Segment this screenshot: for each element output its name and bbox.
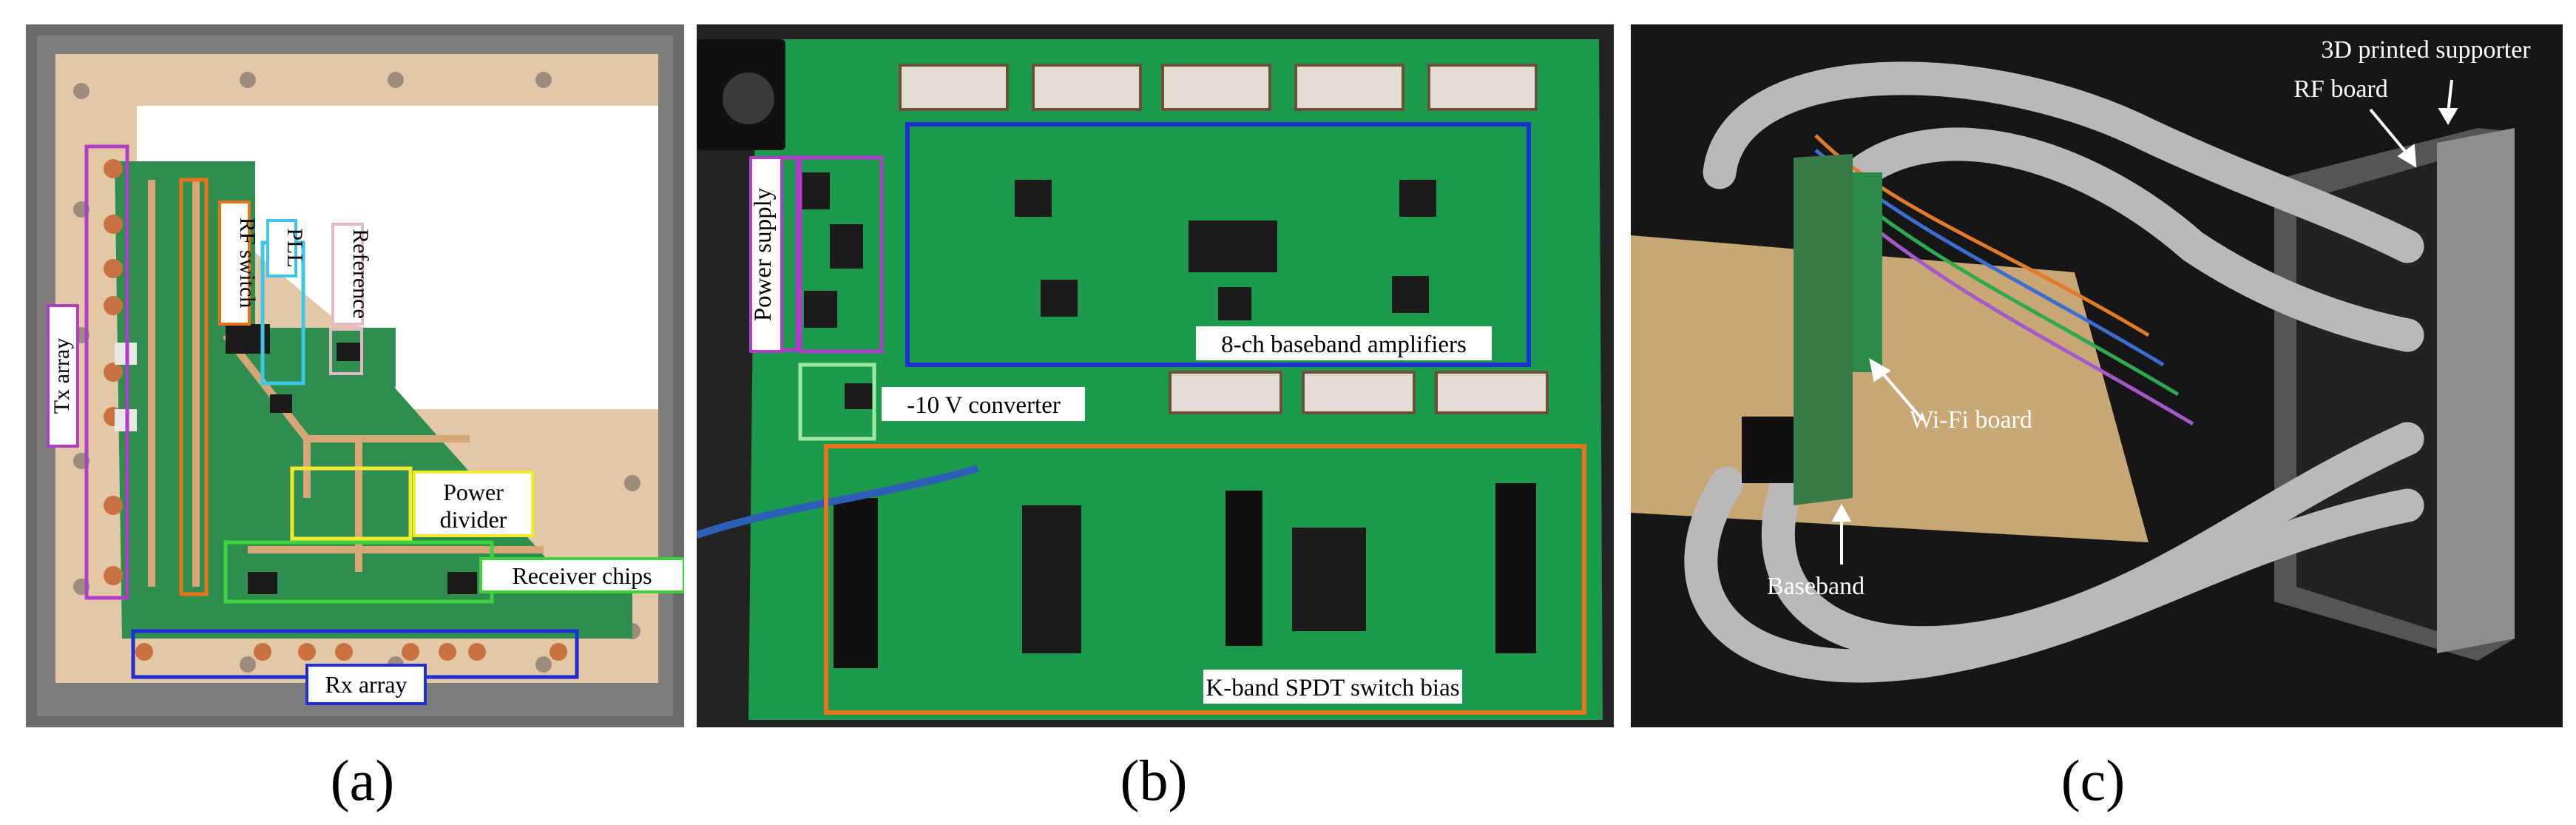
power-supply-label: Power supply [750,187,777,321]
panel-c: 3D printed supporter RF board Wi-Fi boar… [1631,24,2563,727]
panel-a-photo: Tx array RF switch PLL Reference Power d… [26,24,684,727]
receiver-chips-label: Receiver chips [512,562,652,589]
power-divider-label-line1: Power [443,479,504,505]
pll-label: PLL [283,228,307,267]
panel-b-photo: Power supply 8-ch baseband amplifiers -1… [697,24,1614,727]
rx-array-label: Rx array [325,671,407,698]
power-supply-box [798,155,884,354]
baseband-label: Baseband [1767,573,1865,600]
supporter-label: 3D printed supporter [2321,36,2531,64]
ribbon-cables [1684,61,2424,683]
baseband-board [1794,154,1853,505]
rf-board-label: RF board [2293,75,2388,103]
caption-a: (a) [330,748,395,812]
rf-switch-label: RF switch [235,218,260,309]
white-background [137,106,658,409]
tx-array-box [84,144,129,600]
power-divider-label-line2: divider [440,506,507,533]
power-jack [1742,417,1794,483]
wifi-board-label: Wi-Fi board [1910,406,2032,434]
baseband-amplifiers-box [905,122,1531,367]
switch-bias-box [824,444,1586,715]
panel-b: Power supply 8-ch baseband amplifiers -1… [697,24,1614,727]
panel-a: Tx array RF switch PLL Reference Power d… [26,24,684,727]
reference-label: Reference [348,229,373,319]
panel-c-photo: 3D printed supporter RF board Wi-Fi boar… [1631,24,2563,727]
reference-box [329,328,363,375]
converter-box [798,363,876,441]
caption-b: (b) [1120,748,1188,812]
power-divider-box [290,466,413,541]
tx-array-label: Tx array [50,338,74,414]
caption-c: (c) [2061,748,2126,812]
converter-label: -10 V converter [907,392,1061,419]
switch-bias-label: K-band SPDT switch bias [1206,675,1459,701]
rf-switch-box [179,178,209,596]
wifi-board [1853,172,1882,372]
baseband-amplifiers-label: 8-ch baseband amplifiers [1221,331,1467,358]
